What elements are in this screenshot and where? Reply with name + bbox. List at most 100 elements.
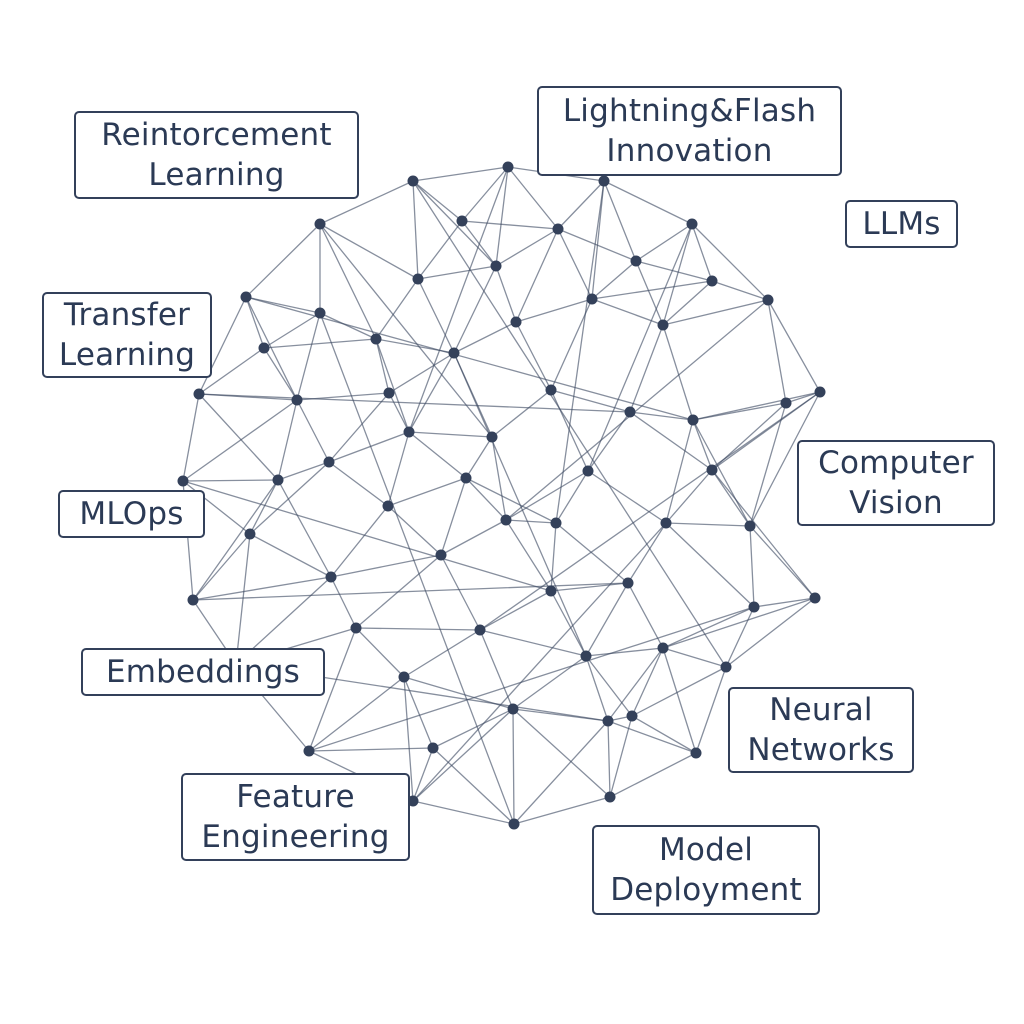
network-edge (465, 477, 557, 524)
network-edge (461, 166, 509, 222)
network-node (350, 622, 362, 634)
network-edge (375, 338, 410, 433)
network-node (382, 500, 394, 512)
network-edge (296, 399, 330, 463)
network-edge (662, 606, 755, 649)
network-edge (412, 166, 509, 182)
network-node (383, 387, 395, 399)
network-edge (328, 392, 390, 463)
network-edge (749, 402, 787, 527)
label-computer-vision: Computer Vision (797, 440, 995, 526)
network-node (602, 715, 614, 727)
network-edge (631, 715, 697, 754)
network-edge (417, 220, 463, 280)
network-edge (249, 479, 279, 535)
network-edge (319, 180, 414, 225)
network-node (582, 465, 594, 477)
network-edge (198, 393, 631, 413)
network-edge (665, 522, 755, 608)
network-edge (453, 265, 497, 354)
network-edge (479, 629, 587, 657)
network-node (762, 294, 774, 306)
network-node (370, 333, 382, 345)
network-edge (662, 223, 693, 326)
network-node (177, 475, 189, 487)
network-edge (182, 480, 251, 535)
network-node (325, 571, 337, 583)
network-edge (245, 296, 298, 401)
network-edge (627, 582, 664, 649)
network-node (435, 549, 447, 561)
label-feature-engineering: Feature Engineering (181, 773, 410, 861)
network-node (500, 514, 512, 526)
network-node (720, 661, 732, 673)
network-node (622, 577, 634, 589)
network-edge (296, 312, 321, 401)
label-model-deployment: Model Deployment (592, 825, 820, 915)
network-edge (513, 720, 609, 825)
network-edge (629, 411, 713, 471)
network-edge (277, 479, 332, 578)
network-edge (440, 554, 481, 631)
network-edge (182, 480, 552, 592)
network-edge (412, 708, 514, 802)
label-lightning-flash-innovation: Lightning&Flash Innovation (537, 86, 842, 176)
network-edge (245, 296, 265, 349)
network-edge (408, 431, 467, 479)
network-edge (412, 180, 463, 222)
network-edge (692, 419, 751, 527)
network-edge (603, 180, 637, 262)
network-edge (603, 180, 693, 225)
network-edge (308, 606, 755, 752)
network-node (240, 291, 252, 303)
network-edge (249, 533, 332, 578)
network-node (502, 161, 514, 173)
network-edge (249, 461, 330, 535)
network-edge (725, 597, 816, 668)
network-edge (691, 223, 713, 282)
network-edge (182, 399, 298, 482)
network-edge (767, 299, 787, 404)
network-edge (263, 312, 321, 349)
network-edge (631, 666, 727, 717)
network-edge (692, 391, 821, 421)
network-edge (319, 223, 377, 340)
network-edge (330, 554, 442, 578)
network-edge (585, 582, 629, 657)
network-edge (412, 180, 419, 280)
network-node (510, 316, 522, 328)
network-edges (182, 166, 821, 825)
network-edge (512, 655, 587, 710)
network-node (258, 342, 270, 354)
network-node (545, 384, 557, 396)
network-node (314, 307, 326, 319)
network-edge (591, 298, 664, 326)
network-edge (403, 629, 481, 678)
label-transfer-learning: Transfer Learning (42, 292, 212, 378)
network-edge (182, 393, 200, 482)
network-edge (607, 647, 664, 722)
network-edge (235, 533, 251, 665)
network-edge (355, 627, 481, 631)
network-edge (479, 391, 821, 631)
network-edge (662, 647, 697, 754)
network-node (398, 671, 410, 683)
network-node (748, 601, 760, 613)
network-edge (507, 166, 559, 230)
network-edge (550, 590, 587, 657)
network-edge (403, 676, 414, 802)
network-edge (355, 627, 405, 678)
network-edge (330, 505, 389, 578)
network-node (626, 710, 638, 722)
network-node (545, 585, 557, 597)
network-node (323, 456, 335, 468)
network-node (474, 624, 486, 636)
network-edge (495, 166, 509, 267)
network-edge (495, 228, 559, 267)
network-edge (412, 522, 667, 802)
network-edge (512, 708, 515, 825)
network-edge (388, 392, 410, 433)
network-edge (555, 180, 605, 524)
network-edge (591, 280, 713, 300)
network-edge (308, 747, 434, 752)
